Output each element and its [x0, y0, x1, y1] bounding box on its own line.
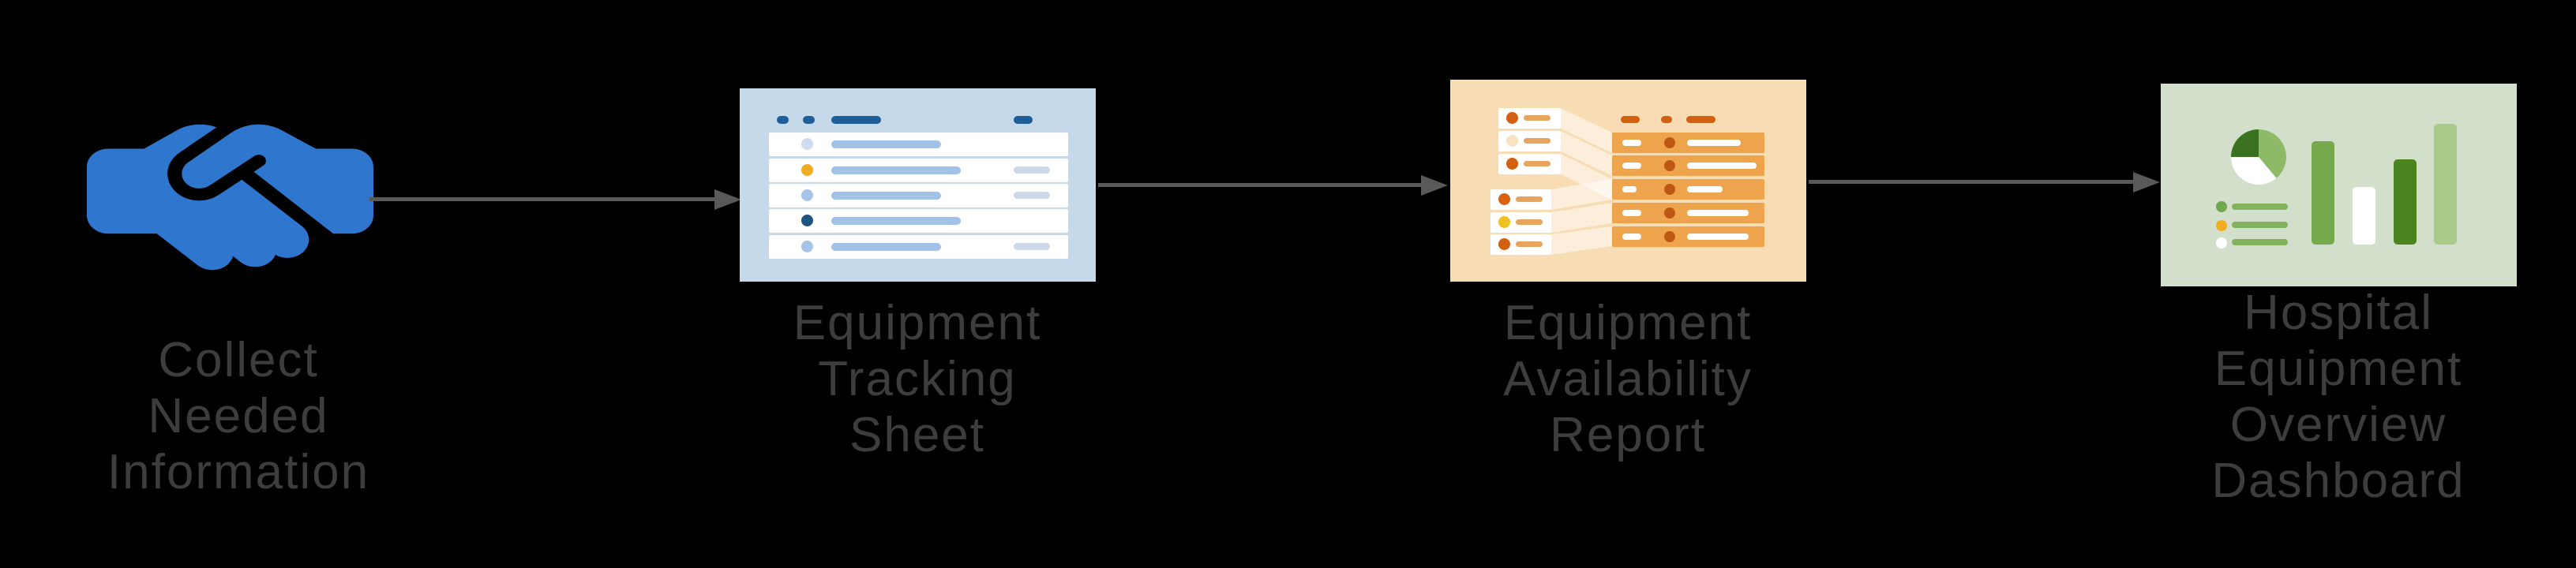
sheet-header-bar — [831, 116, 881, 124]
row-bar — [1622, 163, 1641, 169]
report-row — [1612, 155, 1764, 176]
row-status-dot — [1506, 135, 1518, 147]
row-bar — [1687, 140, 1741, 146]
legend-dot — [2216, 201, 2227, 212]
label-line: Equipment — [1503, 296, 1753, 350]
row-status-dot — [801, 138, 813, 150]
label-line: Report — [1549, 408, 1707, 462]
source-row — [1498, 108, 1561, 129]
label-line: Collect — [158, 333, 319, 387]
label-line: Overview — [2229, 398, 2447, 452]
label-line: Sheet — [849, 408, 986, 462]
row-bar — [1622, 234, 1641, 240]
row-bar — [1516, 196, 1543, 202]
source-row — [1490, 212, 1551, 233]
mapping-beams — [1551, 108, 1612, 255]
stage-label-collect-needed-information: Collect Needed Information — [33, 332, 444, 500]
row-bar — [831, 192, 941, 200]
row-bar — [1622, 210, 1641, 216]
chart-bar — [2312, 141, 2334, 245]
row-status-dot — [801, 215, 813, 226]
row-bar — [1524, 115, 1550, 121]
legend-bar — [2232, 204, 2288, 210]
row-bar — [1622, 186, 1637, 192]
row-bar — [831, 217, 961, 225]
source-row — [1498, 154, 1561, 174]
stage-label-hospital-equipment-overview-dashboard: Hospital Equipment Overview Dashboard — [2133, 285, 2544, 509]
sheet-header-dot — [803, 116, 815, 124]
row-bar — [1516, 241, 1543, 247]
report-row — [1612, 203, 1764, 223]
row-bar — [1687, 210, 1749, 216]
row-dot — [1664, 207, 1675, 219]
sheet-header-bar — [1014, 116, 1033, 124]
row-status-dot — [1498, 238, 1510, 250]
row-bar — [1687, 163, 1757, 169]
row-end-bar — [1014, 243, 1050, 250]
row-dot — [1664, 231, 1675, 242]
report-row — [1612, 133, 1764, 153]
spreadsheet-icon — [740, 88, 1096, 282]
sheet-row — [769, 159, 1068, 182]
row-bar — [1687, 186, 1723, 192]
label-line: Information — [107, 445, 370, 499]
report-header-dot — [1661, 116, 1672, 123]
row-status-dot — [1506, 158, 1518, 170]
row-end-bar — [1014, 192, 1050, 199]
chart-bar — [2434, 124, 2457, 245]
report-header-bar — [1621, 116, 1640, 123]
pie-chart — [2231, 129, 2286, 185]
chart-bar — [2353, 187, 2375, 245]
row-bar — [831, 166, 961, 174]
sheet-row — [769, 235, 1068, 259]
handshake-icon — [87, 124, 373, 271]
label-line: Dashboard — [2211, 454, 2465, 508]
label-line: Needed — [148, 389, 329, 443]
row-status-dot — [801, 189, 813, 201]
source-row — [1498, 131, 1561, 151]
row-bar — [831, 140, 941, 148]
stage-label-equipment-availability-report: Equipment Availability Report — [1423, 295, 1833, 463]
row-status-dot — [801, 164, 813, 176]
row-status-dot — [801, 241, 813, 252]
dashboard-charts-icon — [2161, 84, 2517, 286]
row-bar — [1687, 234, 1749, 240]
sheet-row — [769, 209, 1068, 233]
row-status-dot — [1506, 112, 1518, 124]
legend-dot — [2216, 220, 2227, 231]
row-bar — [1622, 140, 1641, 146]
legend-bar — [2232, 222, 2288, 228]
stage-label-equipment-tracking-sheet: Equipment Tracking Sheet — [712, 295, 1123, 463]
row-dot — [1664, 137, 1675, 148]
report-header-bar — [1686, 116, 1715, 123]
row-bar — [1524, 138, 1550, 144]
label-line: Hospital — [2244, 286, 2433, 340]
label-line: Availability — [1503, 352, 1753, 406]
report-row — [1612, 179, 1764, 200]
legend-bar — [2232, 239, 2288, 245]
row-status-dot — [1498, 193, 1510, 205]
report-row — [1612, 226, 1764, 247]
availability-report-icon — [1450, 80, 1806, 282]
sheet-row — [769, 184, 1068, 207]
label-line: Equipment — [2214, 342, 2463, 396]
source-row — [1490, 189, 1551, 210]
label-line: Tracking — [818, 352, 1017, 406]
row-status-dot — [1498, 216, 1510, 228]
row-bar — [1524, 161, 1550, 166]
chart-bar — [2394, 159, 2417, 245]
source-row — [1490, 234, 1551, 255]
row-dot — [1664, 160, 1675, 171]
sheet-row — [769, 133, 1068, 156]
row-bar — [1516, 219, 1543, 225]
label-line: Equipment — [793, 296, 1042, 350]
sheet-header-dot — [777, 116, 789, 124]
row-end-bar — [1014, 166, 1050, 174]
row-dot — [1664, 184, 1675, 195]
row-bar — [831, 243, 941, 251]
legend-dot — [2216, 237, 2227, 248]
